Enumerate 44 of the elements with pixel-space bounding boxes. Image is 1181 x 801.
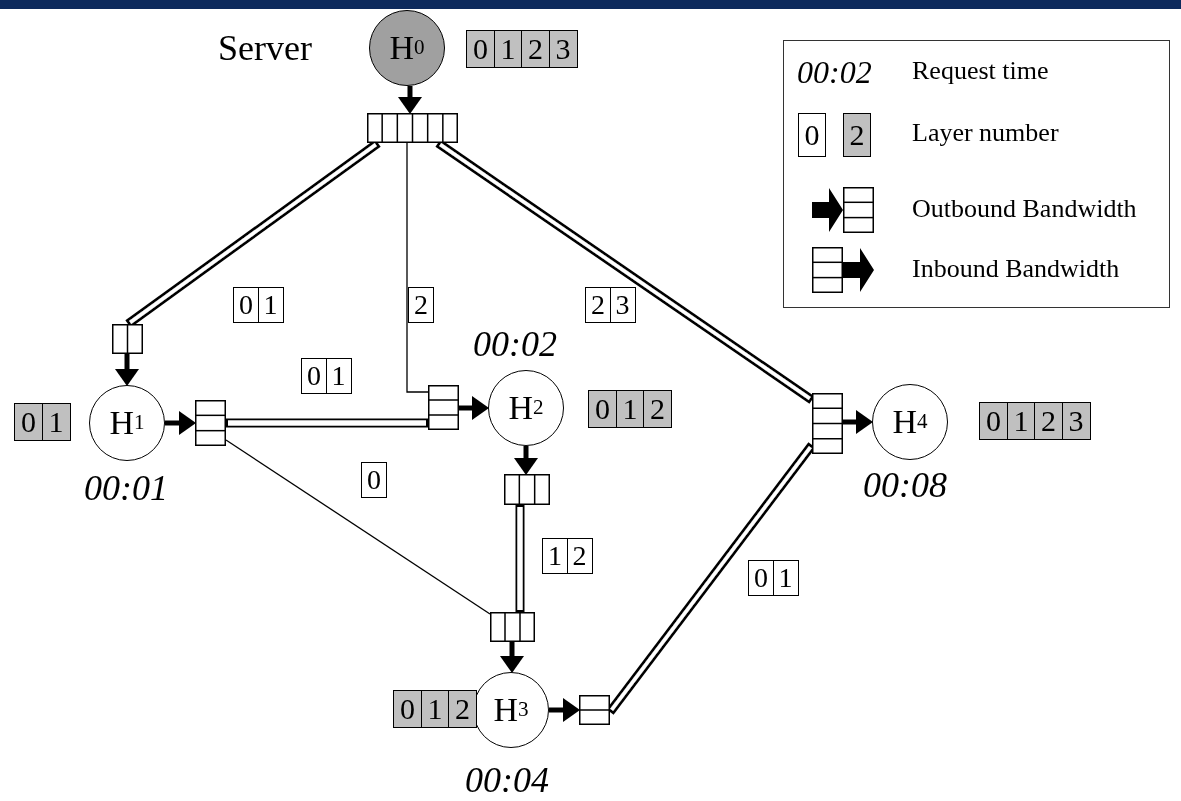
layer-number-cells: 0 1 2 3 bbox=[466, 30, 578, 68]
request-time-label: 00:02 bbox=[473, 326, 557, 362]
legend-label: Inbound Bandwidth bbox=[912, 256, 1120, 282]
edge-label: 2 bbox=[408, 287, 434, 323]
legend-label: Outbound Bandwidth bbox=[912, 196, 1137, 222]
block-arrow bbox=[843, 410, 873, 434]
layer-number-cells: 0 1 2 bbox=[588, 390, 672, 428]
bandwidth-slots bbox=[579, 695, 610, 725]
request-time-label: 00:04 bbox=[465, 762, 549, 798]
layer-number-cells: 0 1 2 bbox=[393, 690, 477, 728]
layer-number-cells: 0 1 2 3 bbox=[979, 402, 1091, 440]
connector-line bbox=[225, 439, 491, 615]
block-arrow bbox=[514, 446, 538, 475]
layer-number-cells: 0 1 bbox=[14, 403, 71, 441]
bandwidth-slots bbox=[428, 385, 459, 430]
bandwidth-slots bbox=[812, 393, 843, 454]
edge-label: 0 1 bbox=[301, 358, 352, 394]
bandwidth-slots bbox=[490, 612, 535, 642]
double-line-connector bbox=[226, 418, 428, 428]
block-arrow bbox=[165, 411, 196, 435]
legend-label: Request time bbox=[912, 58, 1049, 84]
layer-number-sample: 0 bbox=[798, 113, 826, 157]
bandwidth-slots bbox=[195, 400, 226, 446]
block-arrow bbox=[549, 698, 580, 722]
request-time-label: 00:08 bbox=[863, 467, 947, 503]
edge-label: 1 2 bbox=[542, 538, 593, 574]
block-arrow bbox=[115, 354, 139, 386]
block-arrow bbox=[459, 396, 489, 420]
bandwidth-slots bbox=[504, 474, 550, 505]
legend-label: Layer number bbox=[912, 120, 1059, 146]
double-line-connector bbox=[515, 505, 525, 612]
edge-label: 2 3 bbox=[585, 287, 636, 323]
request-time-sample: 00:02 bbox=[797, 56, 872, 88]
block-arrow bbox=[500, 642, 524, 673]
block-arrow bbox=[398, 85, 422, 114]
server-label: Server bbox=[218, 30, 312, 66]
layer-number-sample: 2 bbox=[843, 113, 871, 157]
bandwidth-slots bbox=[367, 113, 458, 143]
edge-label: 0 1 bbox=[233, 287, 284, 323]
connector-line bbox=[406, 142, 429, 393]
request-time-label: 00:01 bbox=[84, 470, 168, 506]
edge-label: 0 bbox=[361, 462, 387, 498]
edge-label: 0 1 bbox=[748, 560, 799, 596]
bandwidth-slots bbox=[112, 324, 143, 354]
